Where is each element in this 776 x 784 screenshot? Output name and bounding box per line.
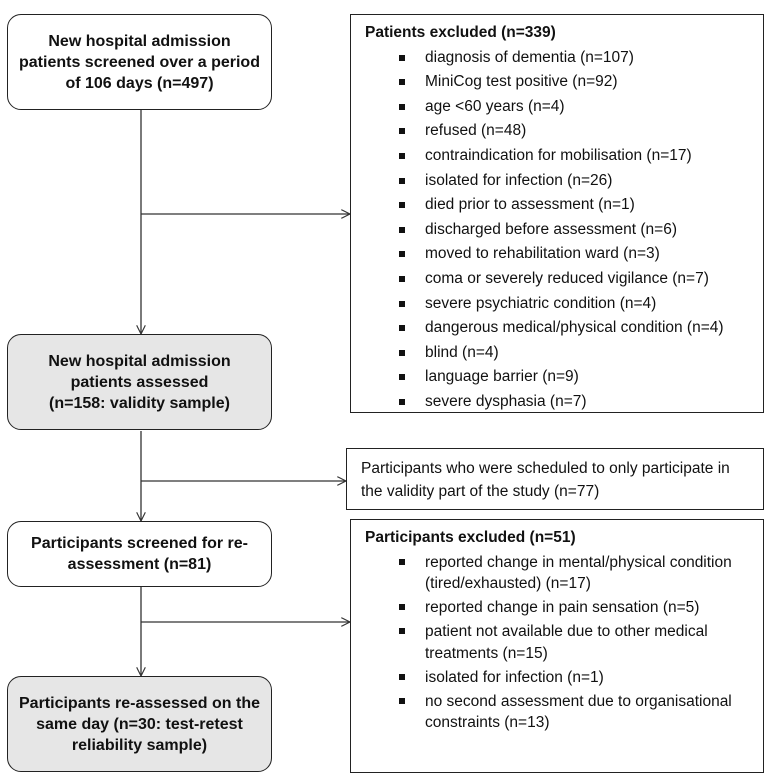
list-item: no second assessment due to organisation… xyxy=(365,691,745,734)
list-item: severe dysphasia (n=7) xyxy=(365,390,753,415)
excluded-2-box: Participants excluded (n=51) reported ch… xyxy=(350,519,764,773)
list-item: isolated for infection (n=1) xyxy=(365,667,745,689)
list-item: patient not available due to other medic… xyxy=(365,621,745,664)
scheduled-box: Participants who were scheduled to only … xyxy=(346,448,764,510)
screened-box: New hospital admission patients screened… xyxy=(7,14,272,110)
reassessed-box: Participants re-assessed on the same day… xyxy=(7,676,272,772)
assessed-line-2: patients assessed xyxy=(70,373,209,391)
list-item: coma or severely reduced vigilance (n=7) xyxy=(365,267,753,292)
list-item: reported change in pain sensation (n=5) xyxy=(365,597,745,619)
list-item: dangerous medical/physical condition (n=… xyxy=(365,316,753,341)
assessed-line-1: New hospital admission xyxy=(48,352,231,370)
list-item: refused (n=48) xyxy=(365,119,753,144)
assessed-line-3: (n=158: validity sample) xyxy=(49,394,230,412)
list-item: blind (n=4) xyxy=(365,341,753,366)
list-item: reported change in mental/physical condi… xyxy=(365,552,745,595)
list-item: contraindication for mobilisation (n=17) xyxy=(365,144,753,169)
excluded-2-list: reported change in mental/physical condi… xyxy=(365,552,753,734)
list-item: moved to rehabilitation ward (n=3) xyxy=(365,242,753,267)
list-item: severe psychiatric condition (n=4) xyxy=(365,292,753,317)
reassessed-text: Participants re-assessed on the same day… xyxy=(19,694,260,754)
list-item: died prior to assessment (n=1) xyxy=(365,193,753,218)
excluded-1-box: Patients excluded (n=339) diagnosis of d… xyxy=(350,14,764,413)
list-item: isolated for infection (n=26) xyxy=(365,169,753,194)
list-item: language barrier (n=9) xyxy=(365,365,753,390)
list-item: diagnosis of dementia (n=107) xyxy=(365,46,753,71)
reassess-screened-text: Participants screened for re-assessment … xyxy=(31,535,248,573)
list-item: discharged before assessment (n=6) xyxy=(365,218,753,243)
screened-text: New hospital admission patients screened… xyxy=(19,32,260,92)
reassess-screened-box: Participants screened for re-assessment … xyxy=(7,521,272,587)
assessed-box: New hospital admission patients assessed… xyxy=(7,334,272,430)
excluded-1-list: diagnosis of dementia (n=107) MiniCog te… xyxy=(365,46,753,415)
list-item: MiniCog test positive (n=92) xyxy=(365,70,753,95)
excluded-1-title: Patients excluded (n=339) xyxy=(365,24,556,41)
list-item: age <60 years (n=4) xyxy=(365,95,753,120)
scheduled-text: Participants who were scheduled to only … xyxy=(361,460,730,500)
excluded-2-title: Participants excluded (n=51) xyxy=(365,529,576,546)
